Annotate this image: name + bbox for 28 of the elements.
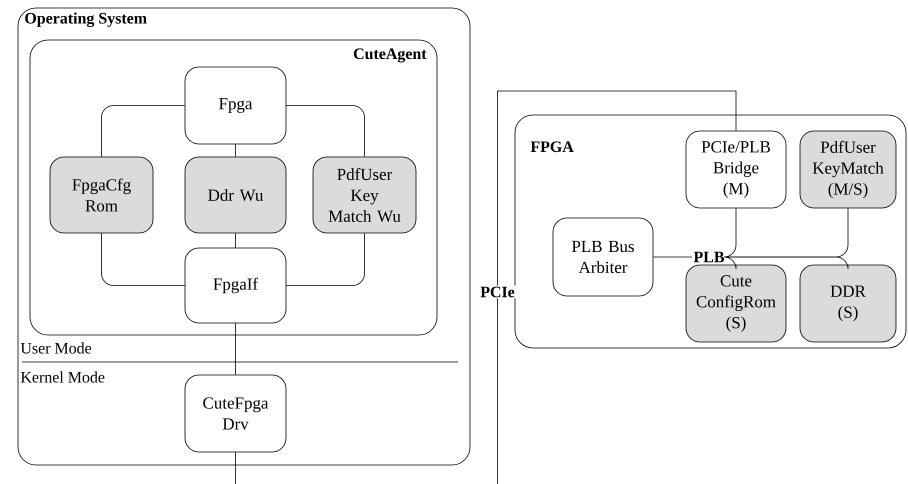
component-box: PdfUser Key Match Wu xyxy=(312,156,416,234)
edge-label: PCIe xyxy=(479,286,516,298)
bus-label: PLB xyxy=(692,250,726,264)
connector-line xyxy=(724,256,736,270)
connector-line xyxy=(235,144,236,157)
connector-line xyxy=(235,452,236,484)
connector-line xyxy=(726,256,848,270)
component-box: Cute ConfigRom (S) xyxy=(686,264,786,342)
component-box: PCIe/PLB Bridge (M) xyxy=(686,130,786,208)
connector-line xyxy=(497,90,736,484)
connector-line xyxy=(653,256,692,258)
connector-line xyxy=(286,105,365,157)
component-box: DDR (S) xyxy=(800,264,896,342)
mode-label: Kernel Mode xyxy=(20,371,104,383)
component-box: FpgaCfg Rom xyxy=(50,156,154,234)
component-box: CuteFpga Drv xyxy=(184,374,286,452)
connector-line xyxy=(235,233,236,248)
connector-line xyxy=(235,323,236,375)
mode-label: User Mode xyxy=(20,342,92,354)
connector-line xyxy=(101,233,186,286)
component-box: PdfUser KeyMatch (M/S) xyxy=(800,130,896,208)
component-box: Ddr Wu xyxy=(184,156,286,234)
component-box: FpgaIf xyxy=(184,248,286,324)
connector-line xyxy=(724,208,736,258)
component-box: Fpga xyxy=(184,66,286,144)
connector-line xyxy=(286,233,365,286)
component-box: PLB Bus Arbiter xyxy=(552,218,654,296)
connector-line xyxy=(101,105,186,157)
